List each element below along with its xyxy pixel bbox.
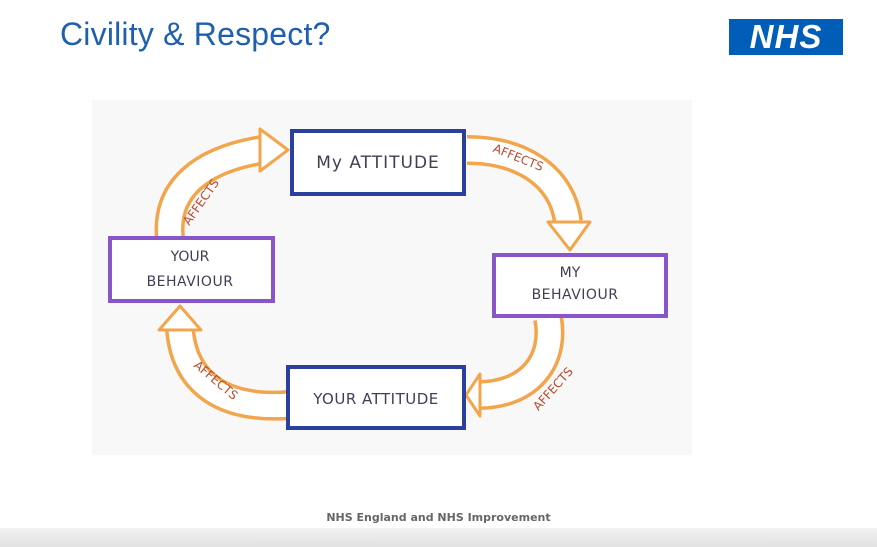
- node-label-my-attitude: My ATTITUDE: [316, 153, 440, 173]
- node-label-your-behaviour-line1: YOUR: [170, 249, 210, 265]
- node-your-behaviour: YOUR BEHAVIOUR: [108, 236, 275, 303]
- node-label-my-behaviour-line2: BEHAVIOUR: [532, 287, 619, 303]
- node-your-attitude: YOUR ATTITUDE: [286, 365, 466, 430]
- arrow-affects-top-left: AFFECTS: [154, 127, 290, 240]
- node-my-attitude: My ATTITUDE: [290, 129, 466, 196]
- node-label-your-behaviour-line2: BEHAVIOUR: [147, 274, 234, 290]
- slide-title: Civility & Respect?: [60, 16, 331, 52]
- node-label-your-attitude: YOUR ATTITUDE: [312, 390, 439, 408]
- arrow-affects-top-right: AFFECTS: [466, 135, 592, 252]
- arrow-affects-bottom-right: AFFECTS: [464, 315, 576, 418]
- node-label-my-behaviour-line1: MY: [560, 265, 581, 281]
- slide-footer: NHS England and NHS Improvement: [326, 511, 551, 524]
- node-my-behaviour: MY BEHAVIOUR: [492, 253, 668, 318]
- arrow-affects-bottom-left: AFFECTS: [157, 304, 292, 421]
- bottom-band: [0, 528, 877, 547]
- nhs-logo: NHS: [729, 19, 843, 55]
